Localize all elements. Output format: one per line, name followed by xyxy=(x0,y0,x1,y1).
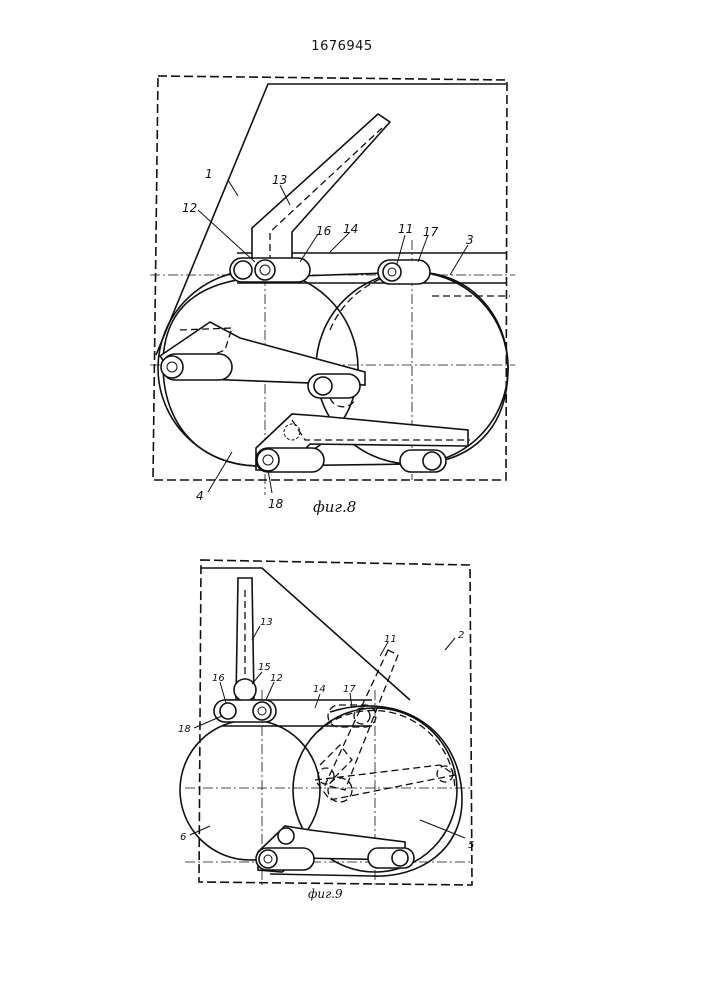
figure-9: 2 13 11 15 12 16 14 17 18 6 5 фиг.9 xyxy=(178,560,474,901)
fig9-label-13: 13 xyxy=(260,617,273,628)
fig9-leader-14 xyxy=(315,694,320,708)
fig9-right-pin xyxy=(392,850,408,866)
fig8-caption: фиг.8 xyxy=(313,498,356,516)
fig8-label-13: 13 xyxy=(272,173,287,187)
fig9-hidden-arm xyxy=(315,765,455,800)
fig8-label-4: 4 xyxy=(196,489,204,503)
fig9-label-15: 15 xyxy=(258,662,271,673)
fig8-leader-16 xyxy=(300,234,318,262)
fig9-label-12: 12 xyxy=(270,673,283,684)
fig9-label-17: 17 xyxy=(343,684,356,695)
patent-number: 1676945 xyxy=(311,39,372,54)
fig8-pin-11 xyxy=(383,263,401,281)
fig8-leader-3 xyxy=(450,245,468,275)
fig8-leader-12 xyxy=(198,210,255,262)
fig8-leader-17 xyxy=(418,235,428,262)
fig8-label-17: 17 xyxy=(423,225,439,239)
fig9-caption: фиг.9 xyxy=(308,887,343,901)
fig8-label-3: 3 xyxy=(466,233,474,247)
fig9-pin-18 xyxy=(220,703,236,719)
fig8-mid-pin xyxy=(314,377,332,395)
fig8-label-18: 18 xyxy=(268,497,284,511)
fig8-leader-1 xyxy=(228,180,238,196)
fig9-label-2: 2 xyxy=(458,630,464,641)
fig9-label-14: 14 xyxy=(313,684,326,695)
fig9-leader-2 xyxy=(445,638,455,650)
fig9-hidden-pin-b xyxy=(437,766,453,782)
fig9-bottom-pin xyxy=(259,850,277,868)
fig9-leader-18 xyxy=(194,716,222,728)
fig9-label-5: 5 xyxy=(468,840,474,851)
fig8-left-pivot xyxy=(161,356,183,378)
fig8-label-14: 14 xyxy=(343,222,358,236)
fig9-label-16: 16 xyxy=(212,673,225,684)
fig9-leader-12 xyxy=(266,682,274,700)
fig8-pin-18 xyxy=(257,449,279,471)
fig9-pin-15 xyxy=(234,679,256,701)
fig9-label-6: 6 xyxy=(180,832,186,843)
fig9-label-18: 18 xyxy=(178,724,191,735)
fig8-pin-a xyxy=(234,261,252,279)
fig8-label-1: 1 xyxy=(205,167,213,181)
fig9-upper-pin xyxy=(278,828,294,844)
fig8-pin-12 xyxy=(255,260,275,280)
figure-8: 1 13 12 16 14 11 17 3 4 18 фиг.8 xyxy=(150,76,515,516)
fig8-label-12: 12 xyxy=(182,201,197,215)
fig8-right-pin xyxy=(423,452,441,470)
fig9-pin-12 xyxy=(253,702,271,720)
fig8-leader-18 xyxy=(268,470,272,493)
fig8-label-16: 16 xyxy=(316,224,332,238)
fig8-label-11: 11 xyxy=(398,222,413,236)
fig9-housing-2 xyxy=(201,568,410,700)
fig9-label-11: 11 xyxy=(384,634,397,645)
